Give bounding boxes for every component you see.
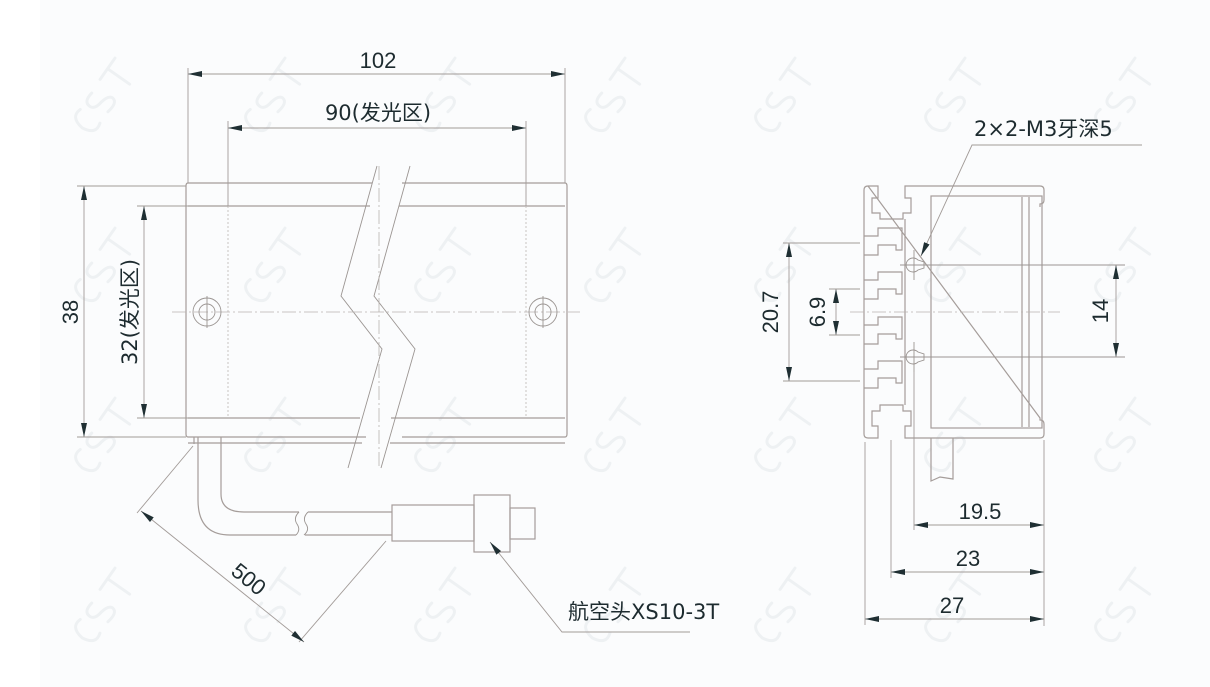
dim-90-label: 90(发光区) xyxy=(325,101,431,125)
dimension-depth-overall: 27 xyxy=(864,442,1044,625)
threaded-hole-bottom xyxy=(900,342,1125,372)
dimension-overall-height: 38 xyxy=(58,185,186,438)
front-view: 102 90(发光区) 38 32(发光区) xyxy=(58,48,719,643)
aluminum-profile xyxy=(863,185,1045,482)
dimension-slot-span: 20.7 xyxy=(758,242,860,382)
dim-27-label: 27 xyxy=(940,593,964,618)
dimension-emitting-length: 90(发光区) xyxy=(227,101,527,206)
connector-xs10 xyxy=(391,494,536,553)
dim-14-label: 14 xyxy=(1088,299,1113,323)
dimension-hole-spacing: 14 xyxy=(1088,265,1119,357)
connector-label: 航空头XS10-3T xyxy=(568,600,719,624)
dimension-slot-width: 6.9 xyxy=(805,288,860,336)
connector-callout: 航空头XS10-3T xyxy=(489,541,719,633)
dimension-emitting-height: 32(发光区) xyxy=(118,205,228,419)
break-lines xyxy=(340,165,416,469)
dim-102-label: 102 xyxy=(360,48,397,73)
side-view: 2×2-M3牙深5 20.7 6.9 14 xyxy=(758,117,1142,626)
dimension-depth-mid: 23 xyxy=(890,440,1044,578)
dimension-depth-inner: 19.5 xyxy=(913,372,1045,626)
dimension-overall-length: 102 xyxy=(187,48,566,183)
dim-38-label: 38 xyxy=(58,300,83,324)
dim-32-label: 32(发光区) xyxy=(118,259,142,365)
thread-note: 2×2-M3牙深5 xyxy=(974,117,1113,141)
dim-6-9-label: 6.9 xyxy=(805,297,830,328)
mounting-hole-left xyxy=(192,296,222,328)
dim-20-7-label: 20.7 xyxy=(758,291,783,334)
threaded-hole-top xyxy=(900,250,1125,280)
dim-19-5-label: 19.5 xyxy=(959,499,1002,524)
dim-23-label: 23 xyxy=(956,546,980,571)
mounting-hole-right xyxy=(528,296,558,328)
thread-callout: 2×2-M3牙深5 xyxy=(920,117,1142,257)
watermark-cst-pattern xyxy=(40,0,1210,687)
